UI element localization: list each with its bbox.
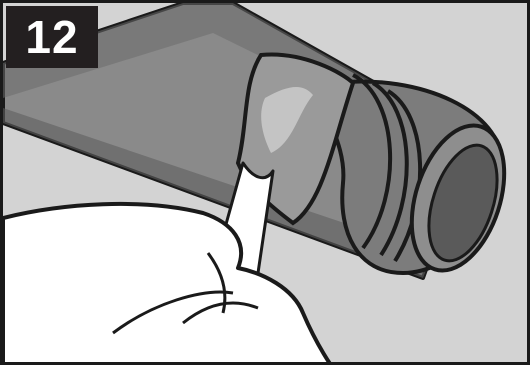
step-number-badge: 12 <box>6 6 98 68</box>
